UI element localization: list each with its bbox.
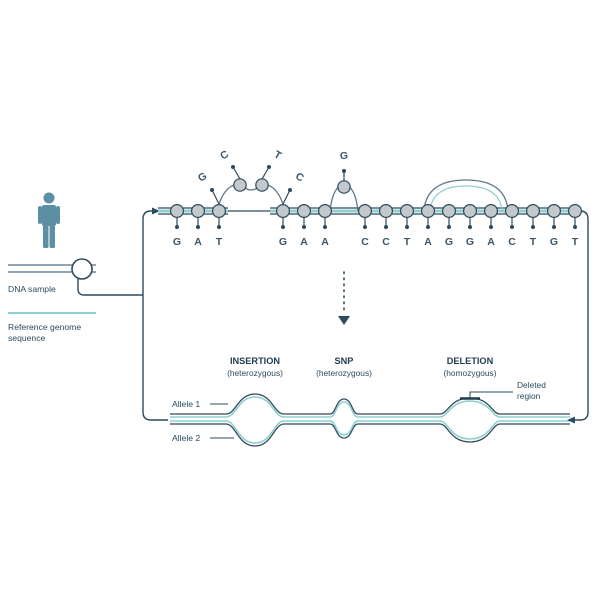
sequence-node: T (567, 204, 582, 248)
inserted-node (255, 178, 269, 192)
base-label: G (279, 236, 287, 248)
svg-text:(homozygous): (homozygous) (443, 368, 496, 378)
insertion-heading: INSERTION (heterozygous) (227, 356, 283, 378)
sequence-node: G (170, 204, 185, 248)
dna-sample-legend: DNA sample (8, 258, 143, 296)
allele-2-label: Allele 2 (172, 433, 234, 443)
workflow-loop-right (570, 210, 589, 421)
inserted-node (233, 178, 247, 192)
inserted-base-label: C (293, 170, 306, 184)
svg-text:Allele 1: Allele 1 (172, 399, 200, 409)
sequence-node: A (297, 204, 312, 248)
sequence-node: G (276, 204, 291, 248)
sequence-node: G (463, 204, 478, 248)
sequence-node: A (421, 204, 436, 248)
svg-text:DELETION: DELETION (447, 356, 494, 366)
sequence-node: A (191, 204, 206, 248)
sequence-node: C (505, 204, 520, 248)
deleted-region-label-2: region (517, 391, 541, 401)
workflow-loop (142, 210, 168, 421)
deletion-arc (423, 179, 509, 211)
reference-label-line2: sequence (8, 333, 45, 343)
svg-text:(heterozygous): (heterozygous) (316, 368, 372, 378)
base-label: C (361, 236, 369, 248)
base-label: T (404, 236, 411, 248)
sequence-node: A (484, 204, 499, 248)
deletion-heading: DELETION (homozygous) (443, 356, 496, 378)
deletion-arc-inner (429, 185, 503, 211)
svg-text:(heterozygous): (heterozygous) (227, 368, 283, 378)
reference-label-line1: Reference genome (8, 322, 81, 332)
allele-2-track (170, 420, 570, 447)
base-label: C (382, 236, 390, 248)
base-label: G (550, 236, 558, 248)
sequence-node: G (546, 204, 561, 248)
dna-sample-label: DNA sample (8, 284, 56, 294)
allele-1-label: Allele 1 (172, 399, 228, 409)
base-label: T (530, 236, 537, 248)
sequence-node: C (379, 204, 394, 248)
sequence-node: T (212, 204, 227, 248)
arrow-right-bottom (567, 416, 575, 424)
sequence-node: T (400, 204, 415, 248)
insertion-strand (218, 183, 284, 205)
sequence-node: G (442, 204, 457, 248)
base-label: A (194, 236, 202, 248)
allele-1-track (170, 393, 570, 418)
base-label: T (572, 236, 579, 248)
person-icon (38, 192, 60, 248)
snp-base-label: G (340, 150, 348, 162)
inserted-base-label: T (272, 149, 284, 163)
sequence-node: T (525, 204, 540, 248)
process-arrow (338, 271, 350, 325)
svg-text:SNP: SNP (335, 356, 354, 366)
sequence-node: C (358, 204, 373, 248)
base-label: A (321, 236, 329, 248)
arrow-left-top (152, 207, 160, 215)
svg-text:INSERTION: INSERTION (230, 356, 280, 366)
snp-node: G (337, 150, 351, 194)
inserted-base-label: G (196, 170, 209, 184)
base-label: C (508, 236, 516, 248)
deleted-region-label-1: Deleted (517, 380, 546, 390)
snp-heading: SNP (heterozygous) (316, 356, 372, 378)
sample-connector (77, 279, 143, 296)
inserted-base-label: C (218, 148, 231, 162)
base-label: A (424, 236, 432, 248)
base-label: G (466, 236, 474, 248)
deleted-region-marker: Deleted region (460, 380, 546, 401)
reference-legend: Reference genome sequence (8, 312, 96, 343)
base-label: A (487, 236, 495, 248)
base-label: A (300, 236, 308, 248)
base-label: G (445, 236, 453, 248)
svg-text:Allele 2: Allele 2 (172, 433, 200, 443)
base-label: T (216, 236, 223, 248)
base-label: G (173, 236, 181, 248)
magnifier-circle (71, 258, 93, 280)
sequence-node: A (318, 204, 333, 248)
